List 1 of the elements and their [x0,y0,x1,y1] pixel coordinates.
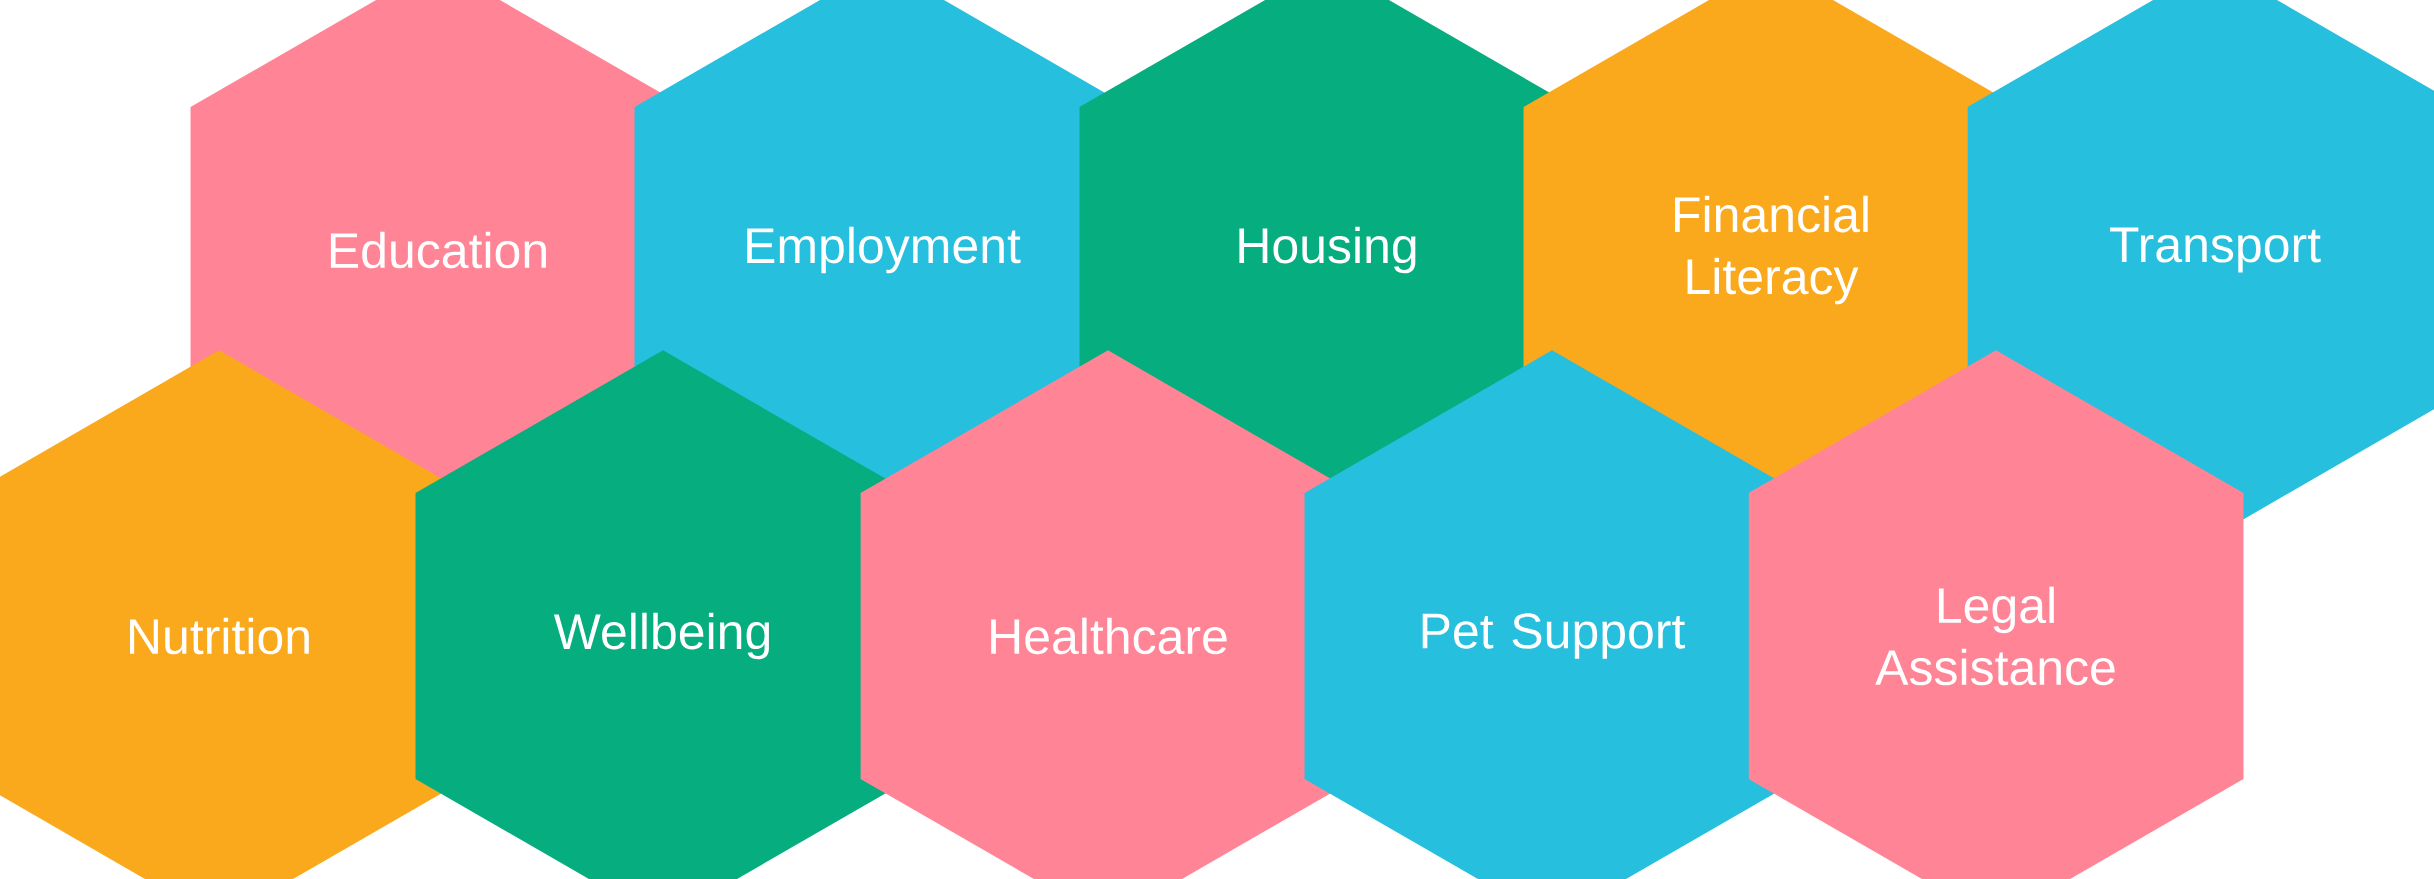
hexagon-tile: Legal Assistance [1748,350,2244,879]
